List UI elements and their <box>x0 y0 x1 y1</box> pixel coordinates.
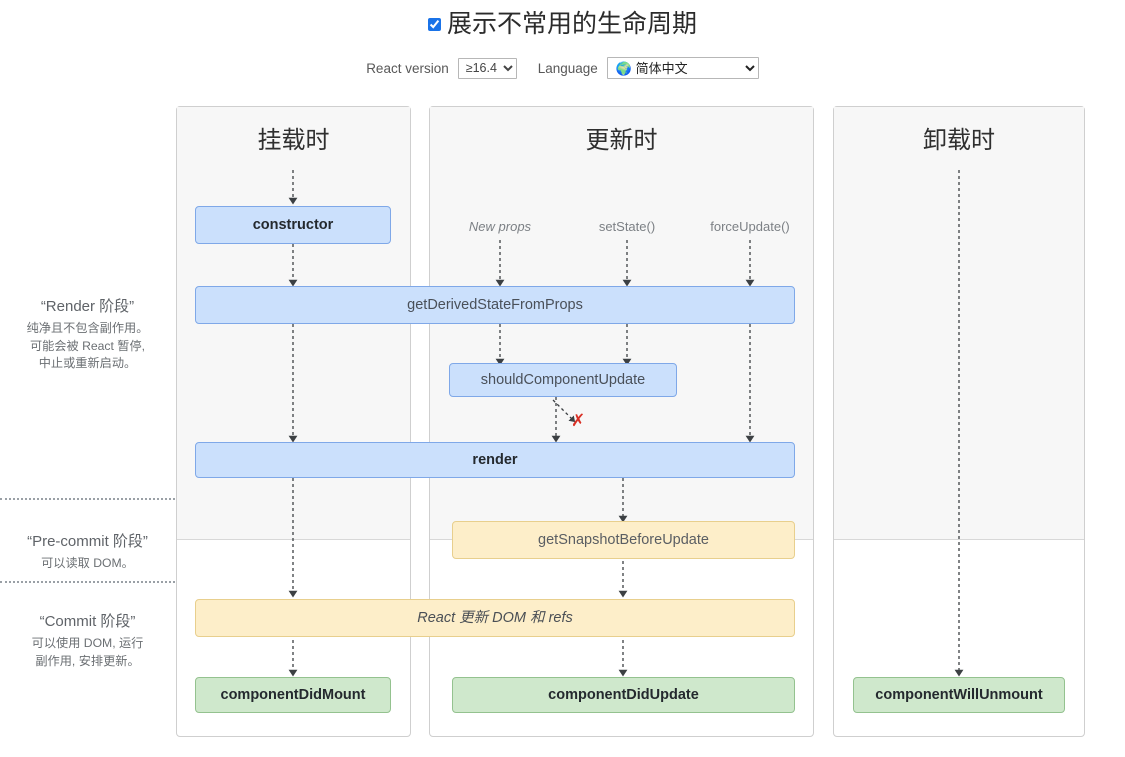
phase-render-line-3: 中止或重新启动。 <box>38 356 137 370</box>
phase-commit-line-1: 可以使用 DOM, 运行 <box>31 636 144 650</box>
phase-divider-bottom <box>0 581 175 583</box>
column-panel-mounting: 挂载时 <box>176 106 411 737</box>
box-constructor[interactable]: constructor <box>195 206 391 244</box>
box-react-updates-dom-and-refs[interactable]: React 更新 DOM 和 refs <box>195 599 795 637</box>
phase-commit-line-2: 副作用, 安排更新。 <box>35 653 140 668</box>
column-title-mounting: 挂载时 <box>257 127 330 154</box>
phase-commit-title: “Commit 阶段” <box>39 613 136 630</box>
phase-pre-commit-line-1: 可以读取 DOM。 <box>41 556 134 570</box>
phase-pre-commit-title: “Pre-commit 阶段” <box>27 533 148 550</box>
box-should-component-update[interactable]: shouldComponentUpdate <box>449 363 677 397</box>
box-get-snapshot-before-update[interactable]: getSnapshotBeforeUpdate <box>452 521 795 559</box>
phase-render-line-2: 可能会被 React 暂停, <box>29 338 146 353</box>
box-component-did-mount[interactable]: componentDidMount <box>195 677 391 713</box>
phase-label-column: “Render 阶段” 纯净且不包含副作用。 可能会被 React 暂停, 中止… <box>0 100 175 740</box>
unmounting-render-phase-shade <box>834 107 1084 540</box>
trigger-force-update: forceUpdate() <box>710 219 790 234</box>
language-select[interactable]: 🌍 简体中文 <box>606 57 759 79</box>
trigger-new-props: New props <box>468 219 532 234</box>
box-component-did-update[interactable]: componentDidUpdate <box>452 677 795 713</box>
column-title-updating: 更新时 <box>585 127 658 154</box>
phase-render-title: “Render 阶段” <box>40 298 135 315</box>
column-panel-updating: 更新时 <box>429 106 814 737</box>
trigger-set-state: setState() <box>598 219 656 234</box>
phase-pre-commit: “Pre-commit 阶段” 可以读取 DOM。 <box>0 531 175 573</box>
phase-commit: “Commit 阶段” 可以使用 DOM, 运行 副作用, 安排更新。 <box>0 611 175 670</box>
column-title-unmounting: 卸载时 <box>923 127 995 154</box>
phase-divider-top <box>0 498 175 500</box>
title-row: 展示不常用的生命周期 <box>0 8 1125 40</box>
abort-x-icon: ✗ <box>571 411 586 430</box>
box-component-will-unmount[interactable]: componentWillUnmount <box>853 677 1065 713</box>
react-version-label: React version <box>366 60 449 76</box>
controls-row: React version ≥16.4 Language 🌍 简体中文 <box>0 57 1125 79</box>
page-title: 展示不常用的生命周期 <box>446 10 697 38</box>
react-version-select[interactable]: ≥16.4 <box>457 57 517 79</box>
box-render[interactable]: render <box>195 442 795 478</box>
language-label: Language <box>537 60 598 76</box>
column-panel-unmounting: 卸载时 <box>833 106 1085 737</box>
phase-render-line-1: 纯净且不包含副作用。 <box>26 321 149 335</box>
show-uncommon-lifecycles-checkbox[interactable] <box>427 17 441 31</box>
phase-render: “Render 阶段” 纯净且不包含副作用。 可能会被 React 暂停, 中止… <box>0 296 175 373</box>
box-get-derived-state-from-props[interactable]: getDerivedStateFromProps <box>195 286 795 324</box>
